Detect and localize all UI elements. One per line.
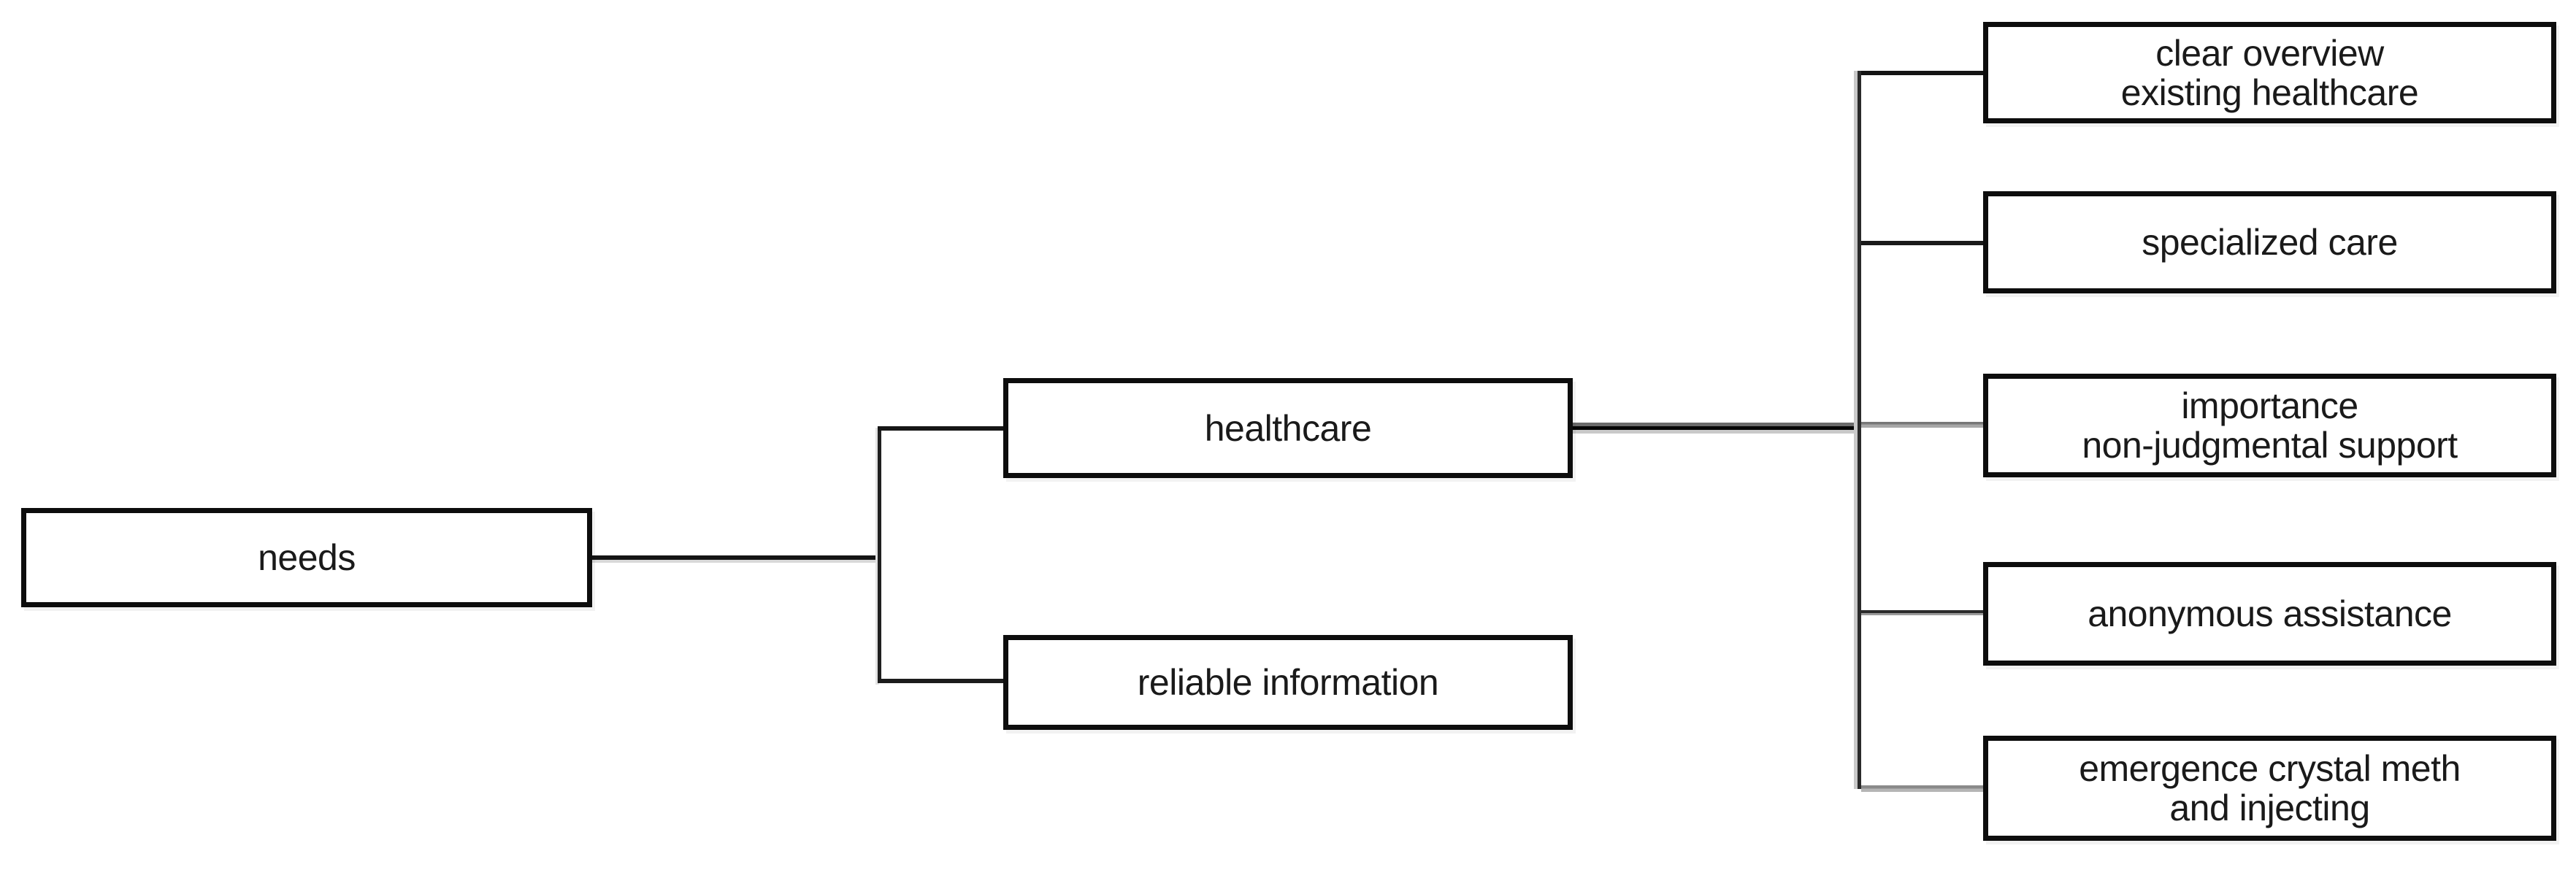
- connector-branch-specialized-care: [1861, 241, 1983, 245]
- connector-needs-to-trunk: [592, 555, 881, 560]
- node-importance-non-judgmental-support[interactable]: importance non-judgmental support: [1983, 374, 2556, 477]
- connector-level1-trunk: [878, 426, 881, 683]
- node-clear-overview-existing-healthcare[interactable]: clear overview existing healthcare: [1983, 22, 2556, 123]
- connector-healthcare-to-trunk: [1573, 423, 1861, 434]
- connector-branch-reliable-information: [878, 679, 1003, 683]
- node-healthcare[interactable]: healthcare: [1003, 378, 1573, 478]
- node-specialized-care-label: specialized care: [2142, 222, 2398, 263]
- node-crystal-meth-label: emergence crystal meth and injecting: [2079, 748, 2461, 828]
- node-reliable-information[interactable]: reliable information: [1003, 635, 1573, 730]
- connector-level2-trunk: [1854, 71, 1861, 789]
- connector-branch-crystal-meth: [1861, 785, 1983, 792]
- node-clear-overview-label: clear overview existing healthcare: [2120, 32, 2419, 113]
- connector-branch-clear-overview: [1861, 71, 1983, 75]
- node-reliable-information-label: reliable information: [1137, 662, 1439, 703]
- node-healthcare-label: healthcare: [1204, 407, 1372, 449]
- node-emergence-crystal-meth-and-injecting[interactable]: emergence crystal meth and injecting: [1983, 736, 2556, 841]
- connector-branch-healthcare: [878, 426, 1003, 431]
- node-specialized-care[interactable]: specialized care: [1983, 191, 2556, 293]
- node-needs[interactable]: needs: [21, 508, 592, 607]
- node-non-judgmental-support-label: importance non-judgmental support: [2082, 385, 2458, 466]
- node-needs-label: needs: [258, 537, 356, 578]
- connector-branch-anonymous-assistance: [1861, 610, 1983, 615]
- node-anonymous-assistance[interactable]: anonymous assistance: [1983, 562, 2556, 666]
- node-anonymous-assistance-label: anonymous assistance: [2088, 593, 2452, 634]
- connector-branch-non-judgmental-support: [1861, 422, 1983, 428]
